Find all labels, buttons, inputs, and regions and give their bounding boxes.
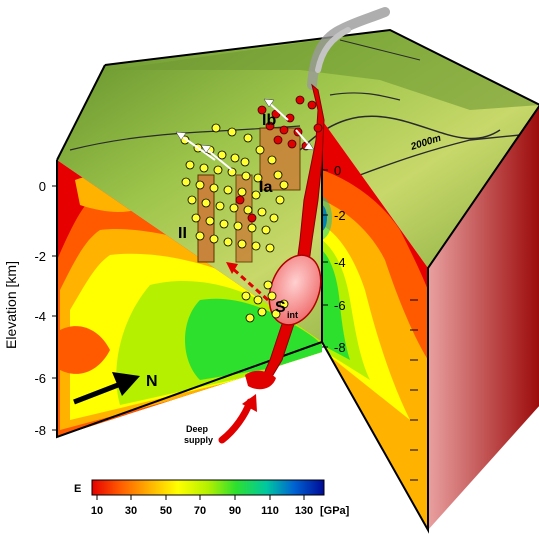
source-sublabel: int xyxy=(287,310,298,320)
y-tick-label: -4 xyxy=(34,309,46,324)
inner-tick-label: -4 xyxy=(334,255,346,270)
colorbar: E 10 30 50 70 90 110 130 [GPa] xyxy=(74,479,350,517)
slip-arrows xyxy=(179,101,311,171)
colorbar-tick: 50 xyxy=(160,505,172,517)
colorbar-tick: 130 xyxy=(295,505,313,517)
side-ticks xyxy=(410,299,418,481)
deep-supply-arrow xyxy=(218,394,257,444)
y-tick-label: -2 xyxy=(34,249,46,264)
north-label: N xyxy=(146,373,158,390)
y-tick-label: 0 xyxy=(39,179,46,194)
magma-pathway xyxy=(245,83,325,390)
slip-arrowheads xyxy=(175,98,315,154)
y-tick-label: -6 xyxy=(34,371,46,386)
migration-arrow xyxy=(226,262,269,302)
colorbar-tick: 10 xyxy=(91,505,103,517)
colorbar-tick: 90 xyxy=(229,505,241,517)
block-side-face xyxy=(428,106,539,530)
inner-tick-label: -2 xyxy=(334,208,346,223)
colorbar-unit: [GPa] xyxy=(320,505,350,517)
inner-tick-label: -6 xyxy=(334,298,346,313)
deep-supply-label: Deep xyxy=(186,424,209,434)
source-label: S xyxy=(275,299,286,316)
inner-tick-label: 0 xyxy=(334,163,341,178)
north-arrow: N xyxy=(73,372,158,405)
inner-tick-label: -8 xyxy=(334,340,346,355)
colorbar-title: E xyxy=(74,483,81,495)
deep-supply-label: supply xyxy=(184,435,213,445)
cluster-ii-label: II xyxy=(178,225,187,242)
y-tick-label: -8 xyxy=(34,423,46,438)
hypocenters-deep xyxy=(180,123,289,323)
cluster-ia-label: Ia xyxy=(259,179,272,196)
colorbar-tick: 110 xyxy=(261,505,279,517)
y-axis: 0 -2 -4 -6 -8 Elevation [km] xyxy=(3,160,58,438)
gas-plume xyxy=(307,7,390,90)
y-axis-label: Elevation [km] xyxy=(3,261,19,349)
cluster-ib-label: Ib xyxy=(262,112,276,129)
colorbar-tick: 70 xyxy=(194,505,206,517)
colorbar-tick: 30 xyxy=(125,505,137,517)
inner-axis: 0 -2 -4 -6 -8 xyxy=(322,163,346,355)
